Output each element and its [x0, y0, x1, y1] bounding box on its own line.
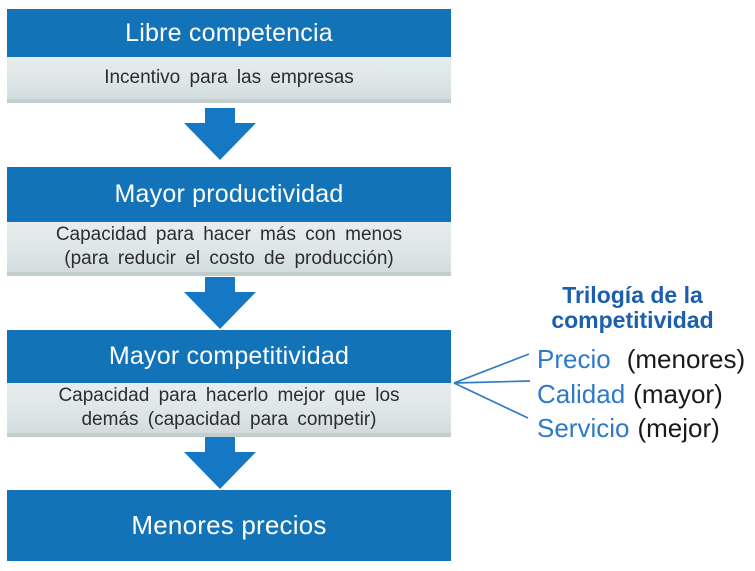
flow-step-title-text: Libre competencia [125, 18, 333, 47]
flow-step-title: Mayor productividad [7, 167, 451, 222]
trilogy-title-line: Trilogía de la [562, 282, 703, 308]
flow-step-mayor-competitividad: Mayor competitividad Capacidad para hace… [7, 330, 451, 437]
flow-step-subtitle: Capacidad para hacer más con menos (para… [7, 222, 451, 276]
trilogy-title: Trilogía de la competitividad [510, 283, 755, 333]
flow-step-title: Menores precios [7, 490, 451, 561]
flow-step-mayor-productividad: Mayor productividad Capacidad para hacer… [7, 167, 451, 276]
flow-step-libre-competencia: Libre competencia Incentivo para las emp… [7, 9, 451, 103]
trilogy-item-precio: Precio (menores) [537, 344, 745, 374]
connector-lines [453, 353, 531, 419]
flow-step-title-text: Menores precios [131, 510, 327, 540]
flow-step-subtitle: Capacidad para hacerlo mejor que los dem… [7, 383, 451, 437]
down-arrow-icon [182, 277, 258, 329]
flow-step-title: Mayor competitividad [7, 330, 451, 383]
flow-step-subtitle-line: Capacidad para hacerlo mejor que los [58, 385, 400, 406]
trilogy-item-servicio: Servicio (mejor) [537, 413, 720, 443]
trilogy-term: Precio [537, 344, 611, 374]
flow-step-subtitle-line: Capacidad para hacer más con menos [55, 224, 403, 245]
flow-step-title: Libre competencia [7, 9, 451, 57]
flow-step-title-text: Mayor competitividad [108, 342, 350, 370]
trilogy-qualifier: (mayor) [633, 379, 723, 409]
flow-step-subtitle-line: (para reducir el costo de producción) [64, 248, 394, 269]
trilogy-term: Calidad [537, 379, 626, 409]
trilogy-title-line: competitividad [551, 307, 714, 333]
trilogy-qualifier: (mejor) [637, 413, 720, 443]
down-arrow-icon [182, 108, 258, 160]
flow-step-subtitle-line: demás (capacidad para competir) [81, 409, 377, 430]
trilogy-qualifier: (menores) [626, 344, 746, 374]
trilogy-term: Servicio [537, 413, 630, 443]
trilogy-item-calidad: Calidad (mayor) [537, 379, 723, 409]
flow-step-title-text: Mayor productividad [114, 180, 344, 208]
flow-step-menores-precios: Menores precios [7, 490, 451, 561]
down-arrow-icon [182, 437, 258, 489]
flow-step-subtitle-line: Incentivo para las empresas [104, 67, 354, 88]
flow-step-subtitle: Incentivo para las empresas [7, 57, 451, 103]
